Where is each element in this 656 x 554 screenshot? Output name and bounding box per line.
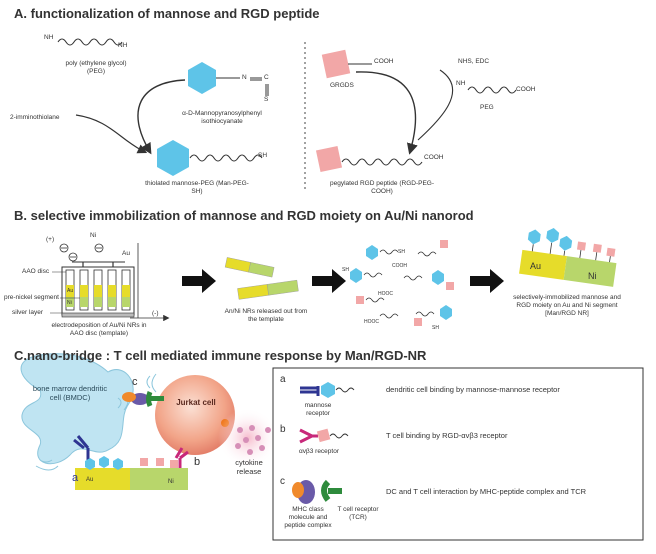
cytokine-dots (218, 408, 278, 468)
ni-ion-label: Ni (90, 232, 97, 239)
au-ion-label: Au (122, 250, 130, 257)
legend-a-letter: a (280, 374, 286, 385)
plus-label: (+) (46, 236, 55, 243)
big-arrow-2 (312, 269, 346, 293)
legend-box (272, 367, 644, 541)
iminothiolane-label: 2-imminothiolane (10, 114, 60, 121)
arrow-a1 (137, 79, 186, 155)
callout-c: c (132, 376, 138, 388)
bridge-rod (75, 456, 188, 490)
bmdc-label: bone marrow dendritic cell (BMDC) (32, 384, 108, 402)
mix-hooc-2-label: HOOC (364, 319, 379, 325)
mix-cooh-label: COOH (392, 263, 407, 269)
big-arrow-1 (182, 269, 216, 293)
grgds-square (321, 49, 351, 79)
big-arrow-3 (470, 269, 504, 293)
mannose-hexagon (188, 62, 216, 94)
peg-label: poly (ethylene glycol) (PEG) (65, 60, 127, 75)
au-seg-label: Au (67, 288, 74, 294)
mix-sh-2-label: SH (342, 267, 349, 273)
cooh-top-label: COOH (374, 58, 394, 65)
section-b-title: B. selective immobilization of mannose a… (14, 208, 474, 223)
functionalized-rod (519, 228, 617, 287)
rod-ni-label: Ni (588, 271, 597, 281)
peg-chain (57, 38, 123, 46)
legend-b-label: αvβ3 receptor (298, 448, 339, 455)
pre-nickel-label: pre-nickel segment (4, 294, 59, 301)
cooh-peg-label: COOH (516, 86, 536, 93)
callout-b: b (194, 456, 201, 468)
selective-label: selectively-immobilized mannose and RGD … (513, 294, 621, 317)
section-c-title: C.nano-bridge : T cell mediated immune r… (14, 348, 427, 363)
callout-a: a (72, 472, 79, 484)
aao-template (61, 266, 135, 318)
c-rod-ni-label: Ni (168, 479, 174, 485)
nh2-left-label: NH (44, 34, 54, 41)
minus-label: (-) (152, 310, 159, 317)
legend-graphics (272, 367, 644, 541)
mannose-label: α-D-Mannopyranosylphenyl isothiocyanate (182, 110, 262, 125)
c-rod-au-label: Au (86, 477, 94, 483)
nh2-right-label: NH (118, 42, 128, 49)
cytokine-label: cytokine release (235, 458, 263, 476)
nhs-edc-label: NHS, EDC (458, 58, 490, 65)
isothiocyanate-c: C (264, 74, 269, 81)
mix-hooc-1-label: HOOC (378, 291, 393, 297)
silver-layer-label: silver layer (12, 309, 44, 316)
legend-c-mhc-label: MHC class molecule and peptide complex (284, 506, 332, 529)
legend-b-letter: b (280, 424, 286, 435)
legend-a-label: mannose receptor (304, 402, 332, 417)
mixture (350, 240, 454, 326)
electro-label: electrodeposition of Au/Ni NRs in AAO di… (51, 322, 147, 337)
legend-a-desc: dendritic cell binding by mannose-mannos… (386, 385, 560, 394)
legend-c-desc: DC and T cell interaction by MHC-peptide… (386, 487, 587, 496)
peg-right-label: PEG (480, 104, 494, 111)
aao-disc-label: AAO disc (22, 268, 50, 275)
mix-sh-1-label: SH (398, 249, 405, 255)
legend-c-tcr-label: T cell receptor (TCR) (337, 506, 379, 521)
arrow-a2 (75, 114, 148, 154)
section-a-graphics (57, 38, 517, 192)
section-c-graphics (20, 353, 278, 490)
bmdc-cell (20, 353, 134, 465)
jurkat-label: Jurkat cell (176, 398, 216, 407)
product-hexagon (157, 140, 189, 176)
cooh-product-label: COOH (424, 154, 444, 161)
mix-sh-3-label: SH (432, 325, 439, 331)
isothiocyanate-s: S (264, 96, 269, 103)
jurkat-cell (155, 375, 235, 455)
grgds-label: GRGDS (330, 82, 354, 89)
rgd-product-square (315, 145, 343, 173)
ni-seg-label: Ni (67, 300, 72, 306)
arrow-a4 (417, 69, 454, 141)
sh-label: SH (258, 152, 268, 159)
arrow-a3 (355, 71, 418, 155)
legend-b-desc: T cell binding by RGD-αvβ3 receptor (386, 431, 508, 440)
isothiocyanate-n: N (242, 74, 247, 81)
rod-au-label: Au (530, 261, 542, 271)
pegylated-label: pegylated RGD peptide (RGD-PEG-COOH) (329, 180, 435, 195)
section-b-graphics (50, 228, 617, 326)
thiolated-label: thiolated mannose-PEG (Man-PEG-SH) (145, 180, 249, 195)
released-rods (224, 257, 299, 300)
released-label: An/Ni NRs released out from the template (224, 308, 308, 323)
legend-c-letter: c (280, 476, 285, 487)
section-a-title: A. functionalization of mannose and RGD … (14, 6, 320, 21)
nh-peg-label: NH (456, 80, 466, 87)
